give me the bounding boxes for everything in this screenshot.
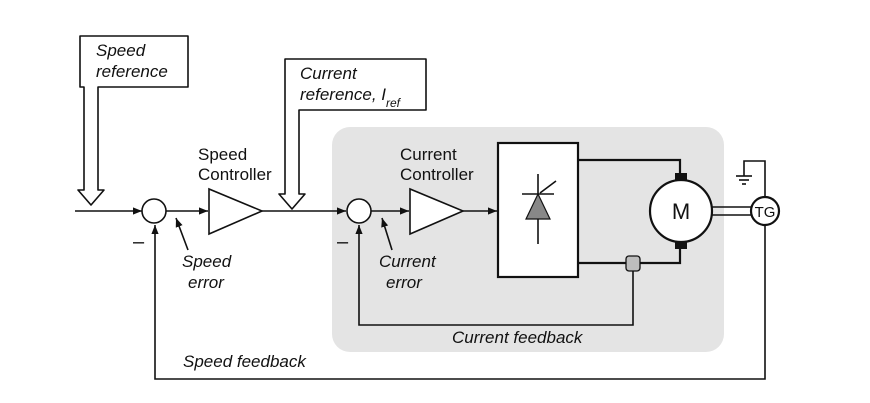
current-reference-label-2: reference, Iref bbox=[300, 85, 402, 110]
speed-feedback-label: Speed feedback bbox=[183, 352, 307, 371]
ground-wire bbox=[743, 160, 766, 197]
speed-reference-callout: Speed reference bbox=[77, 35, 189, 206]
current-feedback-label: Current feedback bbox=[452, 328, 584, 347]
speed-controller bbox=[208, 187, 265, 236]
current-summing-junction bbox=[346, 198, 372, 224]
current-error-label-2: error bbox=[386, 273, 423, 292]
speed-summing-junction bbox=[141, 198, 167, 224]
speed-reference-label-2: reference bbox=[96, 62, 168, 81]
current-feedback-line bbox=[355, 225, 634, 326]
motor-brush-top bbox=[675, 173, 687, 180]
speed-error-pointer bbox=[175, 217, 189, 251]
motor-supply-top bbox=[578, 158, 682, 174]
current-controller bbox=[409, 187, 466, 236]
ground-icon bbox=[736, 175, 752, 185]
speed-minus-sign: – bbox=[133, 231, 145, 253]
thyristor-icon bbox=[522, 174, 557, 244]
current-controller-label-2: Controller bbox=[400, 165, 474, 184]
speed-error-label-2: error bbox=[188, 273, 225, 292]
motor-label: M bbox=[672, 199, 690, 224]
speed-feedback-line bbox=[151, 225, 766, 380]
current-reference-label-1: Current bbox=[300, 64, 358, 83]
current-error-label-1: Current bbox=[379, 252, 437, 271]
current-error-pointer bbox=[381, 217, 393, 251]
speed-error-label-1: Speed bbox=[182, 252, 232, 271]
speed-controller-label-2: Controller bbox=[198, 165, 272, 184]
speed-reference-label-1: Speed bbox=[96, 41, 146, 60]
motor-brush-bottom bbox=[675, 242, 687, 249]
current-minus-sign: – bbox=[337, 231, 349, 253]
current-controller-label-1: Current bbox=[400, 145, 457, 164]
current-sensor bbox=[625, 255, 641, 272]
speed-controller-label-1: Speed bbox=[198, 145, 247, 164]
current-reference-callout: Current reference, Iref bbox=[278, 58, 427, 210]
tachogenerator-label: TG bbox=[755, 204, 776, 221]
motor-supply-bottom bbox=[578, 249, 682, 265]
